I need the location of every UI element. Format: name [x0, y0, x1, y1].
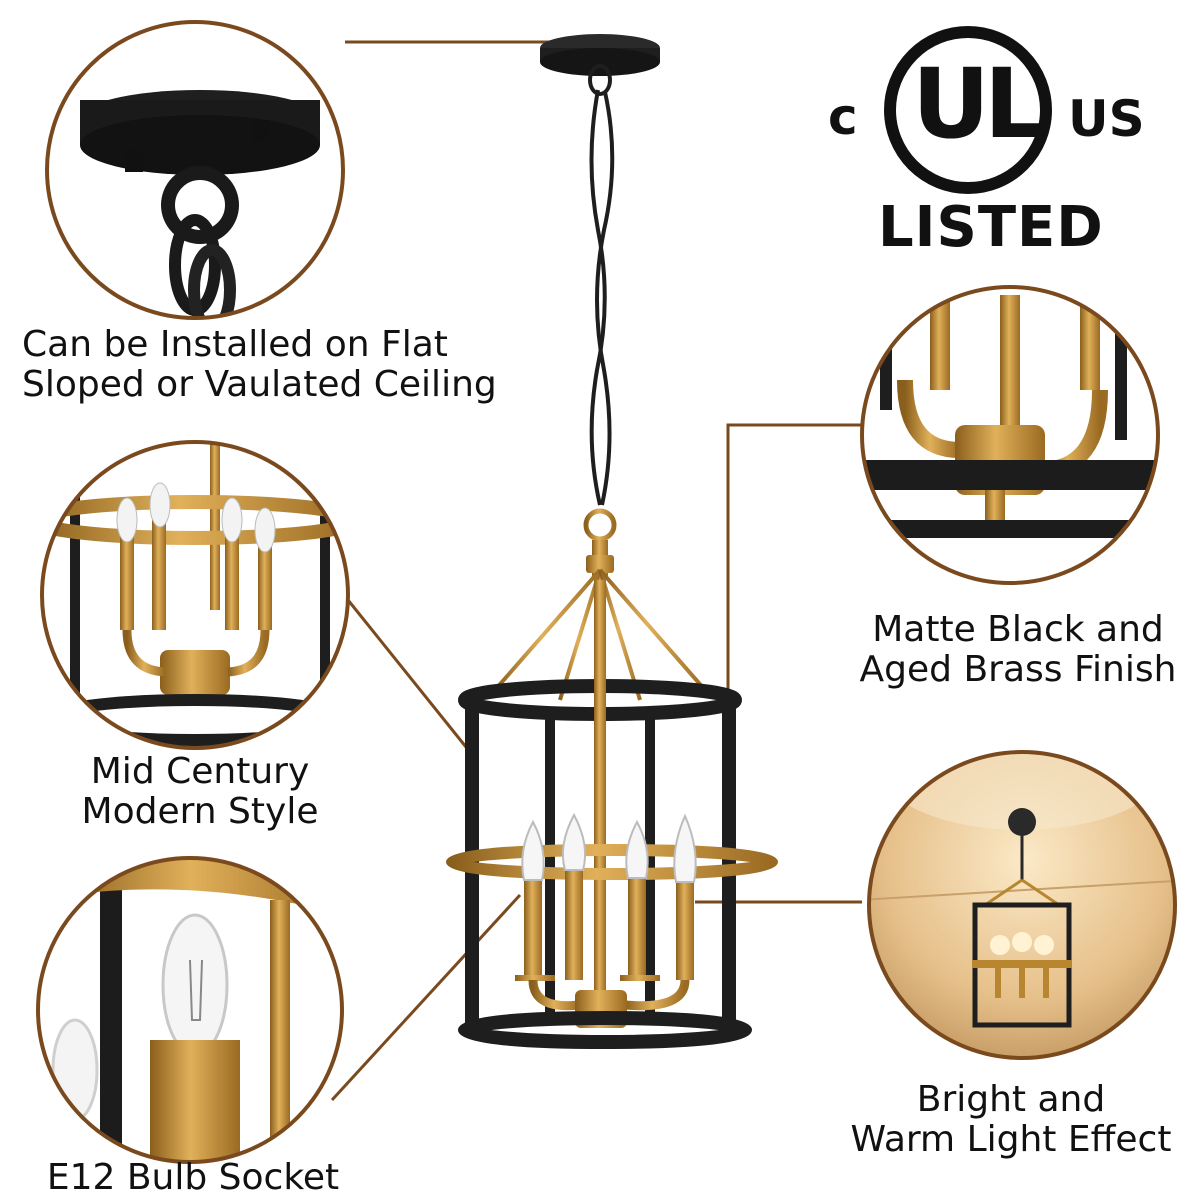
caption-line: E12 Bulb Socket	[46, 1157, 340, 1198]
finish-detail-frame	[860, 285, 1160, 585]
ul-listed-logo: c UL ® US LISTED	[820, 10, 1150, 260]
caption-line: Can be Installed on Flat	[22, 324, 448, 365]
ul-us-letters: US	[1068, 90, 1145, 148]
ul-registered-mark: ®	[952, 120, 970, 141]
caption-line: Bright and	[916, 1079, 1106, 1120]
caption-ceiling-install: Can be Installed on Flat Sloped or Vaula…	[22, 325, 497, 405]
light-effect-image	[869, 752, 1175, 1058]
canopy-detail-image	[47, 22, 343, 318]
caption-line: Matte Black and	[872, 609, 1164, 650]
caption-line: Warm Light Effect	[850, 1119, 1172, 1160]
leader-line-finish	[726, 423, 862, 702]
ul-letters: UL	[912, 48, 1045, 160]
caption-line: Modern Style	[81, 791, 319, 832]
caption-line: Sloped or Vaulated Ceiling	[22, 364, 497, 405]
leader-line-style	[346, 599, 472, 753]
caption-light-effect: Bright and Warm Light Effect	[830, 1080, 1192, 1160]
caption-style: Mid Century Modern Style	[40, 752, 360, 832]
style-detail-image	[42, 442, 348, 748]
finish-detail-image	[862, 287, 1158, 583]
caption-finish: Matte Black and Aged Brass Finish	[842, 610, 1194, 690]
chandelier-main	[446, 34, 778, 1049]
style-detail-frame	[40, 440, 350, 750]
canopy-detail-frame	[45, 20, 345, 320]
caption-line: Mid Century	[90, 751, 310, 792]
caption-line: Aged Brass Finish	[859, 649, 1177, 690]
ul-c-letter: c	[828, 88, 858, 146]
caption-socket: E12 Bulb Socket	[28, 1158, 358, 1198]
leader-line-socket	[330, 893, 522, 1102]
light-effect-frame	[867, 750, 1177, 1060]
ul-listed-text: LISTED	[878, 195, 1104, 260]
ul-circle-mark	[884, 26, 1052, 194]
socket-detail-frame	[36, 856, 344, 1164]
